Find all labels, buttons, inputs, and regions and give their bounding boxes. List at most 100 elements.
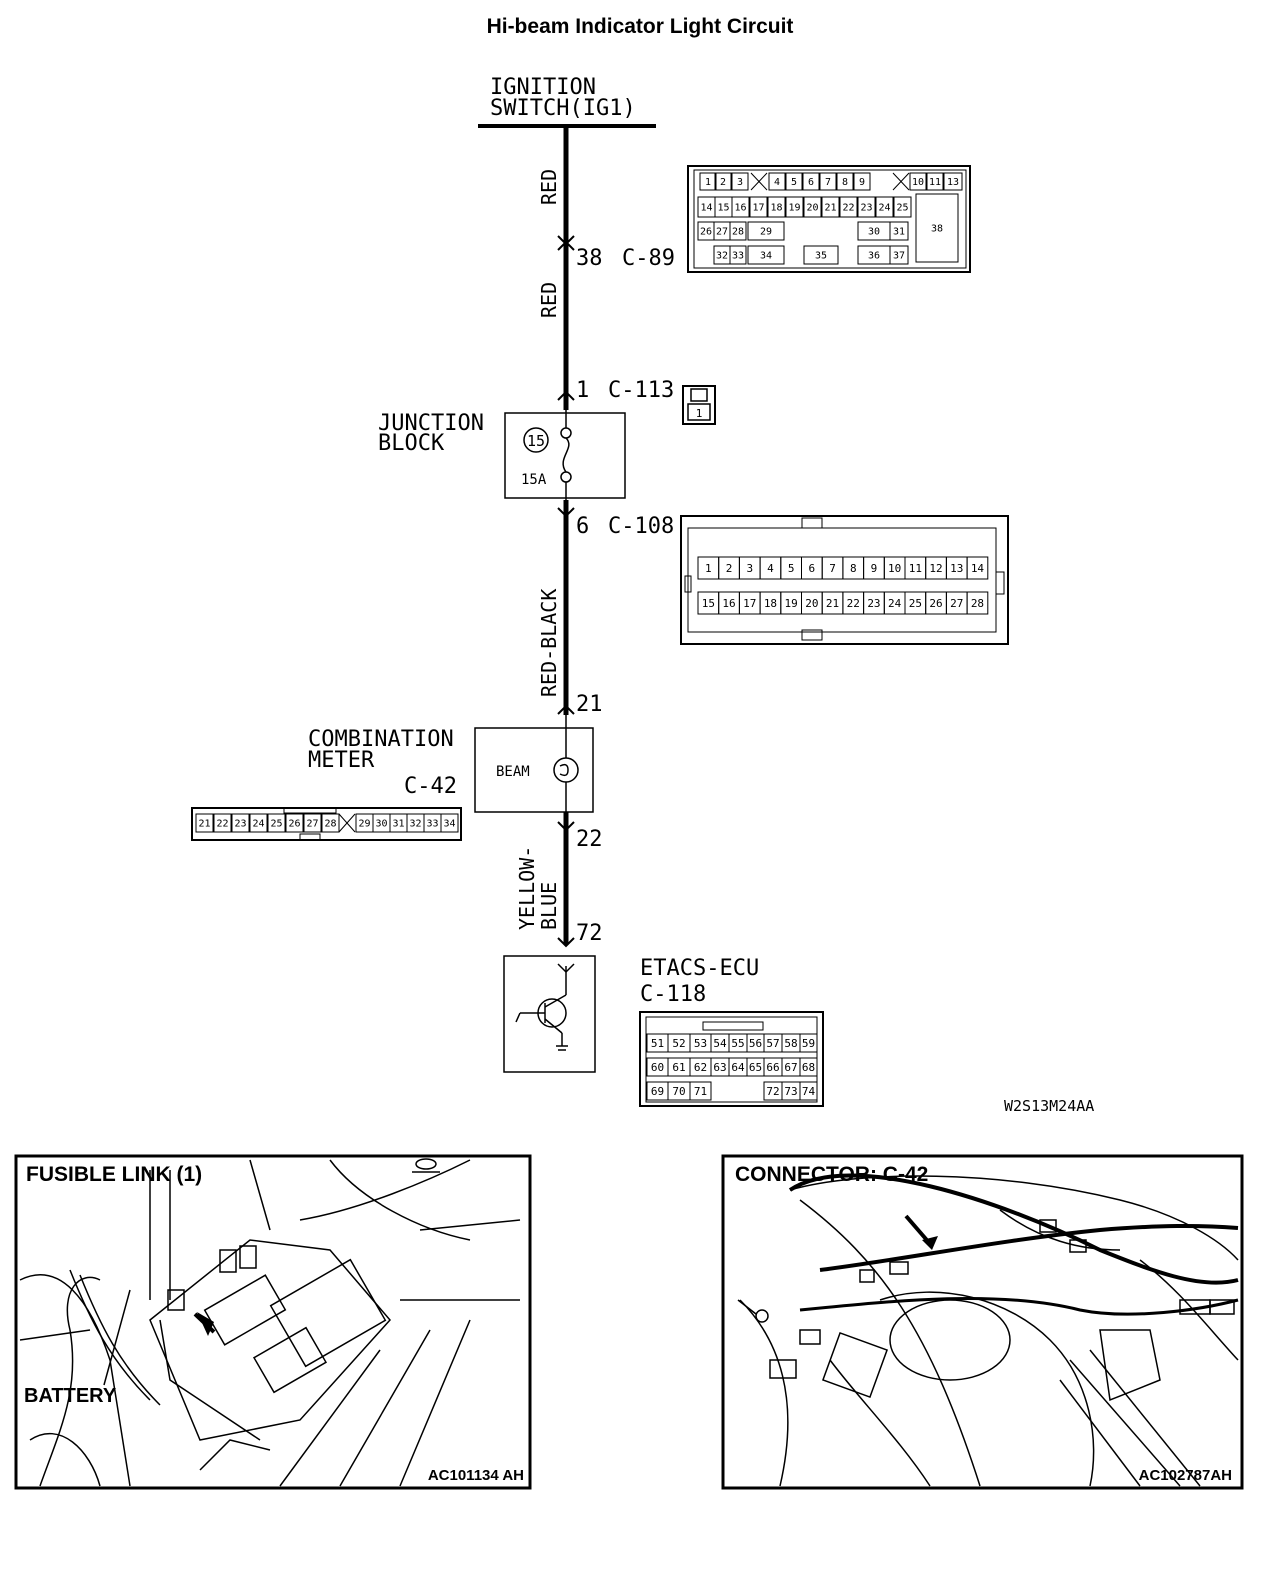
c89-cell: 14 (700, 203, 712, 214)
c89-cell: 6 (808, 177, 814, 188)
c42-cell: 25 (270, 819, 282, 830)
c108-cell: 4 (767, 562, 774, 575)
c118-cell: 64 (731, 1061, 745, 1074)
photo-right-code: AC102787AH (1139, 1467, 1232, 1484)
c118-cell: 61 (672, 1061, 685, 1074)
c89-cell: 8 (842, 177, 848, 188)
c89-cell-box (889, 245, 909, 265)
c89-cell: 30 (868, 227, 880, 238)
c108-cell: 10 (888, 562, 901, 575)
c108-cell: 12 (929, 562, 942, 575)
wire-color-4a: YELLOW- (515, 846, 539, 930)
c89-cell: 18 (770, 203, 782, 214)
c89-cell: 33 (732, 251, 744, 262)
c89-name: C-89 (622, 246, 675, 271)
c108-cell: 14 (971, 562, 985, 575)
c113-cell: 1 (696, 407, 703, 420)
c89-cell: 29 (760, 227, 772, 238)
c118-cell: 68 (802, 1061, 815, 1074)
transistor-icon (515, 963, 575, 1051)
c108-cell: 20 (805, 597, 818, 610)
c89-cell-box (731, 196, 750, 218)
meter-box (474, 727, 594, 813)
c108-cell: 15 (702, 597, 715, 610)
c118-cell: 63 (713, 1061, 726, 1074)
c89-cell: 31 (893, 227, 905, 238)
c89-cell-box (803, 196, 822, 218)
c108-cell: 26 (929, 597, 942, 610)
ecu-pin: 72 (576, 921, 603, 946)
c89-cell: 17 (752, 203, 764, 214)
dashboard-harness-drawing (737, 1175, 1239, 1487)
ecu-label: ETACS-ECU (640, 956, 759, 981)
engine-bay-drawing (19, 1158, 521, 1487)
c42-cell: 29 (358, 819, 370, 830)
c89-cell: 23 (860, 203, 872, 214)
c42-cell: 34 (443, 819, 455, 830)
c42-cell-box (440, 813, 459, 833)
c118-cell: 55 (731, 1037, 744, 1050)
c42-cell-box (285, 813, 304, 833)
photo-left-code: AC101134 AH (428, 1467, 524, 1484)
c108-cell: 1 (705, 562, 712, 575)
c89-cell-box (926, 172, 944, 191)
c89-cell: 13 (947, 177, 959, 188)
c42-cell: 24 (252, 819, 264, 830)
c118-cell: 56 (749, 1037, 762, 1050)
c89-cell-box (853, 172, 871, 191)
c89-cell-box (785, 196, 804, 218)
c42-cell: 32 (409, 819, 421, 830)
c89-cell: 32 (716, 251, 728, 262)
c118-cell-box (799, 1057, 818, 1077)
c108-cell: 5 (788, 562, 795, 575)
photo-left-title: FUSIBLE LINK (1) (26, 1163, 202, 1186)
c89-cell-box (729, 221, 747, 241)
c113-pin: 1 (576, 378, 589, 403)
c89-cell: 9 (859, 177, 865, 188)
c118-cell-box (799, 1033, 818, 1053)
c108-pin: 6 (576, 514, 589, 539)
c89-cell: 7 (825, 177, 831, 188)
c89-cell: 24 (878, 203, 890, 214)
c108-cell: 2 (726, 562, 733, 575)
c108-cell: 21 (826, 597, 839, 610)
c89-cell-box (785, 172, 803, 191)
ecu-box (503, 955, 596, 1073)
c42-cell: 30 (375, 819, 387, 830)
c118-cell: 73 (784, 1085, 797, 1098)
junction-label-1: JUNCTION (378, 411, 484, 436)
c108-cell: 8 (850, 562, 857, 575)
c118-cell: 53 (694, 1037, 707, 1050)
c118-cell: 72 (766, 1085, 779, 1098)
c113-name: C-113 (608, 378, 674, 403)
c118-cell: 62 (694, 1061, 707, 1074)
junction-label-2: BLOCK (378, 431, 445, 456)
c108-cell: 9 (871, 562, 878, 575)
battery-label: BATTERY (24, 1385, 117, 1407)
c89-cell: 25 (896, 203, 908, 214)
c42-cell-box (267, 813, 286, 833)
c118-cell: 52 (672, 1037, 685, 1050)
c89-cell-box (729, 245, 747, 265)
ignition-label-1: IGNITION (490, 75, 596, 100)
c89-cell-box (857, 196, 876, 218)
c108-connector-face: 1152163174185196207218229231024112512261… (680, 515, 1009, 645)
c108-cell: 16 (722, 597, 735, 610)
photo-right-title: CONNECTOR: C-42 (735, 1163, 928, 1186)
c108-cell: 24 (888, 597, 902, 610)
c89-cell: 19 (788, 203, 800, 214)
c42-cell-box (303, 813, 322, 833)
c89-cell: 28 (732, 227, 744, 238)
meter-label-2: METER (308, 748, 375, 773)
c89-cell-box (889, 221, 909, 241)
c89-cell: 10 (912, 177, 924, 188)
c42-cell: 31 (392, 819, 404, 830)
c42-cell: 27 (306, 819, 318, 830)
c42-cell-box (213, 813, 232, 833)
c89-cell: 35 (815, 251, 827, 262)
c108-cell-box (966, 591, 989, 615)
c89-cell-box (749, 196, 768, 218)
wire-color-4b: BLUE (537, 882, 561, 930)
c89-cell-box (821, 196, 840, 218)
c118-name: C-118 (640, 982, 706, 1007)
